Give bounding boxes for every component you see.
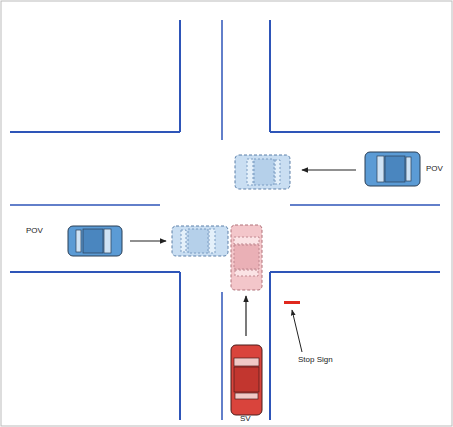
motion-arrow <box>302 169 356 170</box>
center-lines <box>10 20 440 420</box>
pov-car-east <box>365 152 420 186</box>
vehicle-label: POV <box>426 165 443 173</box>
vehicle-label: POV <box>26 227 43 235</box>
pov-ghost-east <box>235 155 290 189</box>
stop-sign-symbol <box>284 301 300 304</box>
motion-arrow <box>245 296 246 336</box>
pov-car-west <box>68 226 122 256</box>
road-edges <box>10 20 440 420</box>
vehicle-label: SV <box>240 415 251 423</box>
sign-label: Stop Sign <box>298 356 333 364</box>
sv-ghost <box>231 225 262 290</box>
pov-ghost-west <box>172 226 228 256</box>
leader-line <box>292 310 302 352</box>
motion-arrow <box>130 240 166 241</box>
sv-car <box>231 345 262 415</box>
